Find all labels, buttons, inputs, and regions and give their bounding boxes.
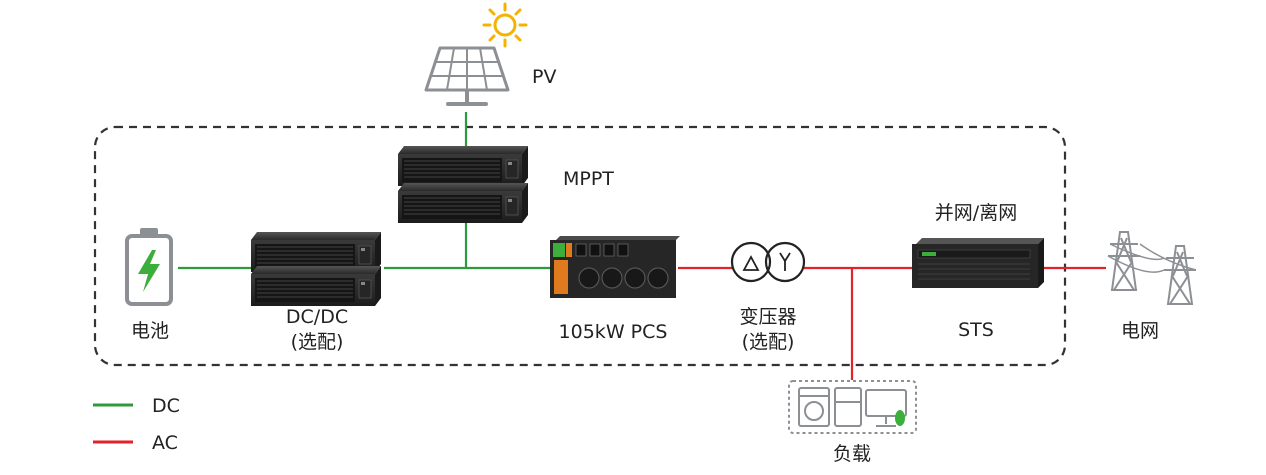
- system-boundary: [93, 125, 1067, 367]
- sts-mode-label: 并网/离网: [935, 202, 1017, 224]
- transformer-delta-wye-icon: [730, 241, 806, 283]
- transformer-note: (选配): [742, 331, 795, 353]
- sts-unit: [912, 238, 1044, 288]
- mppt-label: MPPT: [563, 168, 614, 190]
- legend: DC AC: [93, 395, 180, 454]
- grid-label: 电网: [1121, 320, 1159, 342]
- dc-wiring: [178, 112, 552, 270]
- battery-label: 电池: [131, 320, 169, 342]
- pcs-label: 105kW PCS: [559, 321, 668, 343]
- battery-charging-icon: [125, 228, 173, 306]
- legend-dc-label: DC: [152, 395, 180, 417]
- load-label: 负载: [833, 443, 871, 465]
- legend-ac-label: AC: [152, 432, 178, 454]
- transmission-tower-icon: [1107, 231, 1197, 305]
- ac-wiring: [678, 266, 1106, 380]
- dcdc-converter-unit: [250, 232, 382, 306]
- solar-panel-icon: [424, 46, 510, 106]
- sun-icon: [482, 2, 528, 48]
- pcs-cabinet: [550, 236, 680, 298]
- mppt-unit: [398, 146, 528, 223]
- pv-label: PV: [532, 66, 556, 88]
- dcdc-label: DC/DC: [286, 306, 348, 328]
- transformer-label: 变压器: [739, 306, 796, 328]
- household-appliances-icon: [788, 380, 917, 434]
- sts-label: STS: [958, 319, 994, 341]
- dcdc-note: (选配): [291, 331, 344, 353]
